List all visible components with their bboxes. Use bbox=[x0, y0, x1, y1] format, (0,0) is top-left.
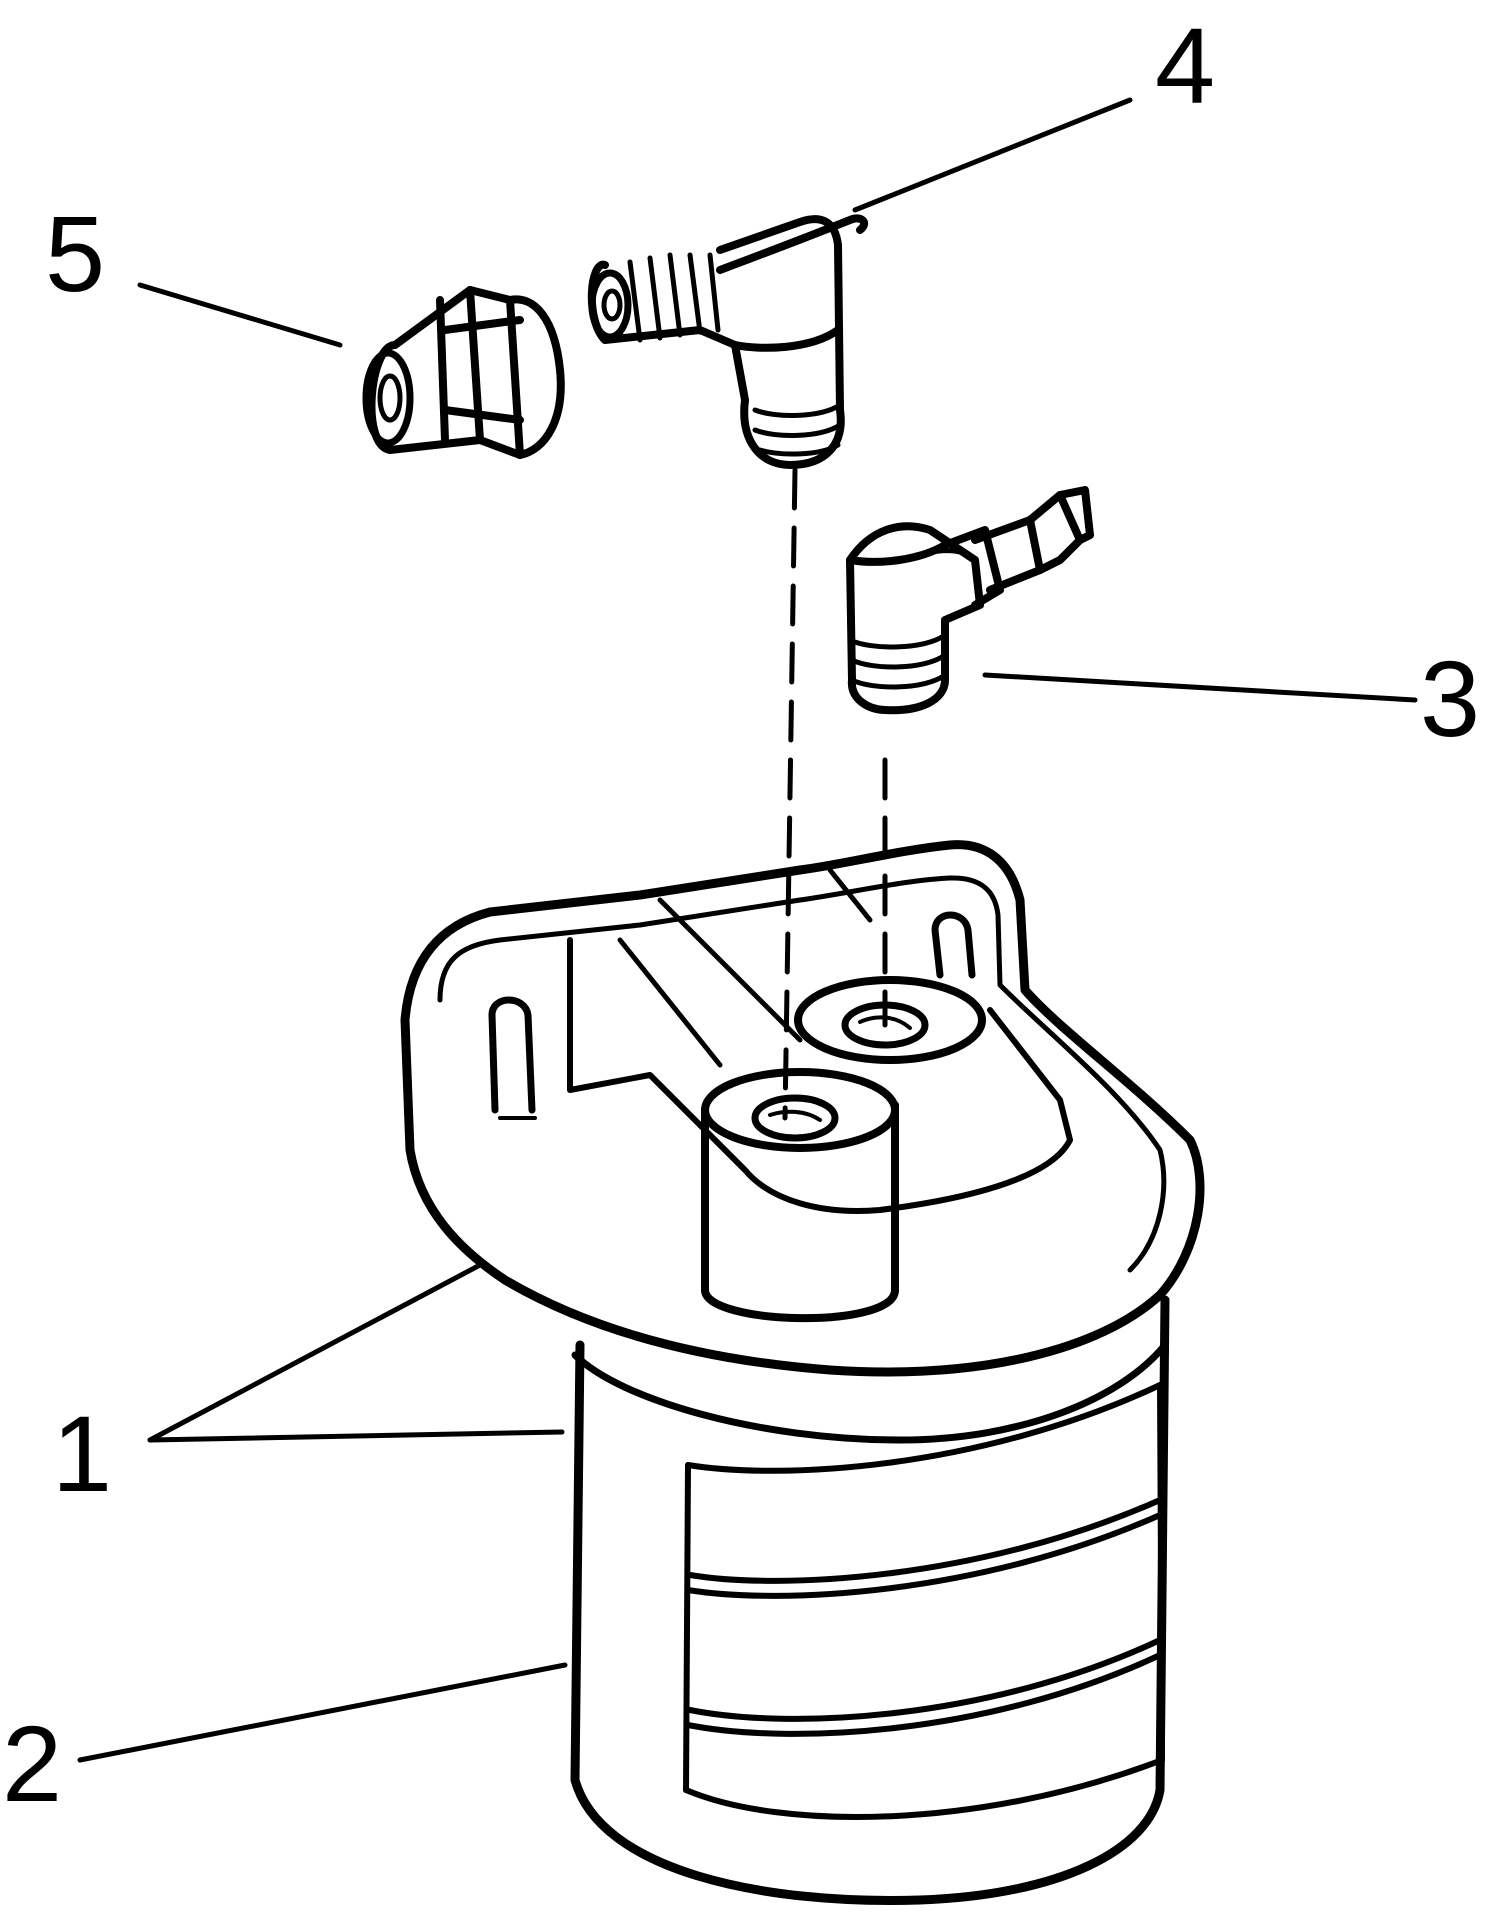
bowl-label-bands bbox=[683, 1382, 1165, 1821]
leader-1b bbox=[147, 1429, 565, 1443]
callout-1: 1 bbox=[52, 1393, 113, 1514]
right-mount-slot bbox=[931, 911, 976, 979]
flare-nut-5 bbox=[362, 286, 565, 459]
leader-2 bbox=[77, 1662, 568, 1763]
assembly-lines bbox=[782, 467, 888, 1121]
filter-housing bbox=[400, 840, 1205, 1905]
inlet-boss bbox=[794, 976, 986, 1064]
leader-1a bbox=[147, 1262, 483, 1443]
elbow-fitting-4 bbox=[587, 214, 869, 469]
leader-4 bbox=[852, 97, 1133, 213]
callout-4: 4 bbox=[1155, 5, 1216, 126]
callout-3: 3 bbox=[1420, 638, 1481, 759]
leader-5 bbox=[137, 282, 343, 348]
leader-lines bbox=[77, 97, 1418, 1763]
callout-2: 2 bbox=[2, 1703, 63, 1824]
leader-3 bbox=[982, 672, 1418, 703]
mounting-flange bbox=[400, 840, 1205, 1377]
filter-bowl bbox=[570, 1295, 1170, 1905]
hose-barb-elbow-3 bbox=[846, 486, 1094, 715]
outlet-boss bbox=[701, 1068, 899, 1323]
left-mount-slot bbox=[488, 996, 536, 1114]
callout-5: 5 bbox=[45, 193, 106, 314]
